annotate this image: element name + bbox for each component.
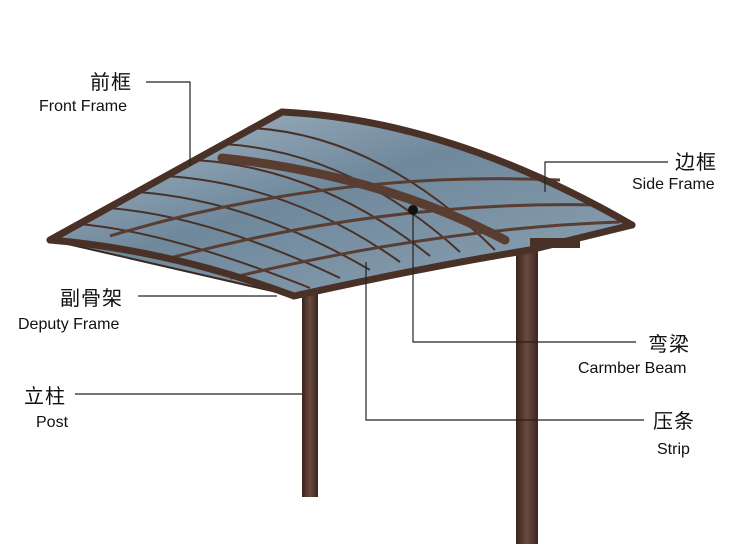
side-frame-cn: 边框	[675, 150, 717, 174]
left-post	[302, 285, 318, 497]
camber-beam-en: Carmber Beam	[578, 360, 687, 377]
strip-leader	[365, 262, 644, 421]
camber-beam-marker	[408, 205, 418, 215]
strip-cn: 压条	[653, 409, 695, 433]
deputy-frame-cn: 副骨架	[60, 286, 123, 310]
side-frame-en: Side Frame	[632, 176, 715, 193]
deputy-frame-bars	[109, 177, 621, 280]
camber-beam-leader	[412, 210, 636, 343]
right-post	[516, 250, 538, 544]
leader-lines	[75, 81, 668, 421]
front-frame-en: Front Frame	[39, 98, 128, 115]
strip-en: Strip	[657, 441, 690, 458]
gutter	[530, 238, 580, 248]
camber-beam	[217, 153, 510, 245]
front-frame-leader	[146, 81, 191, 165]
post-cn: 立柱	[24, 384, 66, 408]
front-frame-cn: 前框	[90, 70, 132, 94]
outer-frame	[46, 108, 636, 300]
post-en: Post	[36, 414, 69, 431]
deputy-frame-en: Deputy Frame	[18, 316, 120, 333]
camber-beam-cn: 弯梁	[648, 332, 690, 356]
side-frame-leader	[544, 161, 668, 192]
